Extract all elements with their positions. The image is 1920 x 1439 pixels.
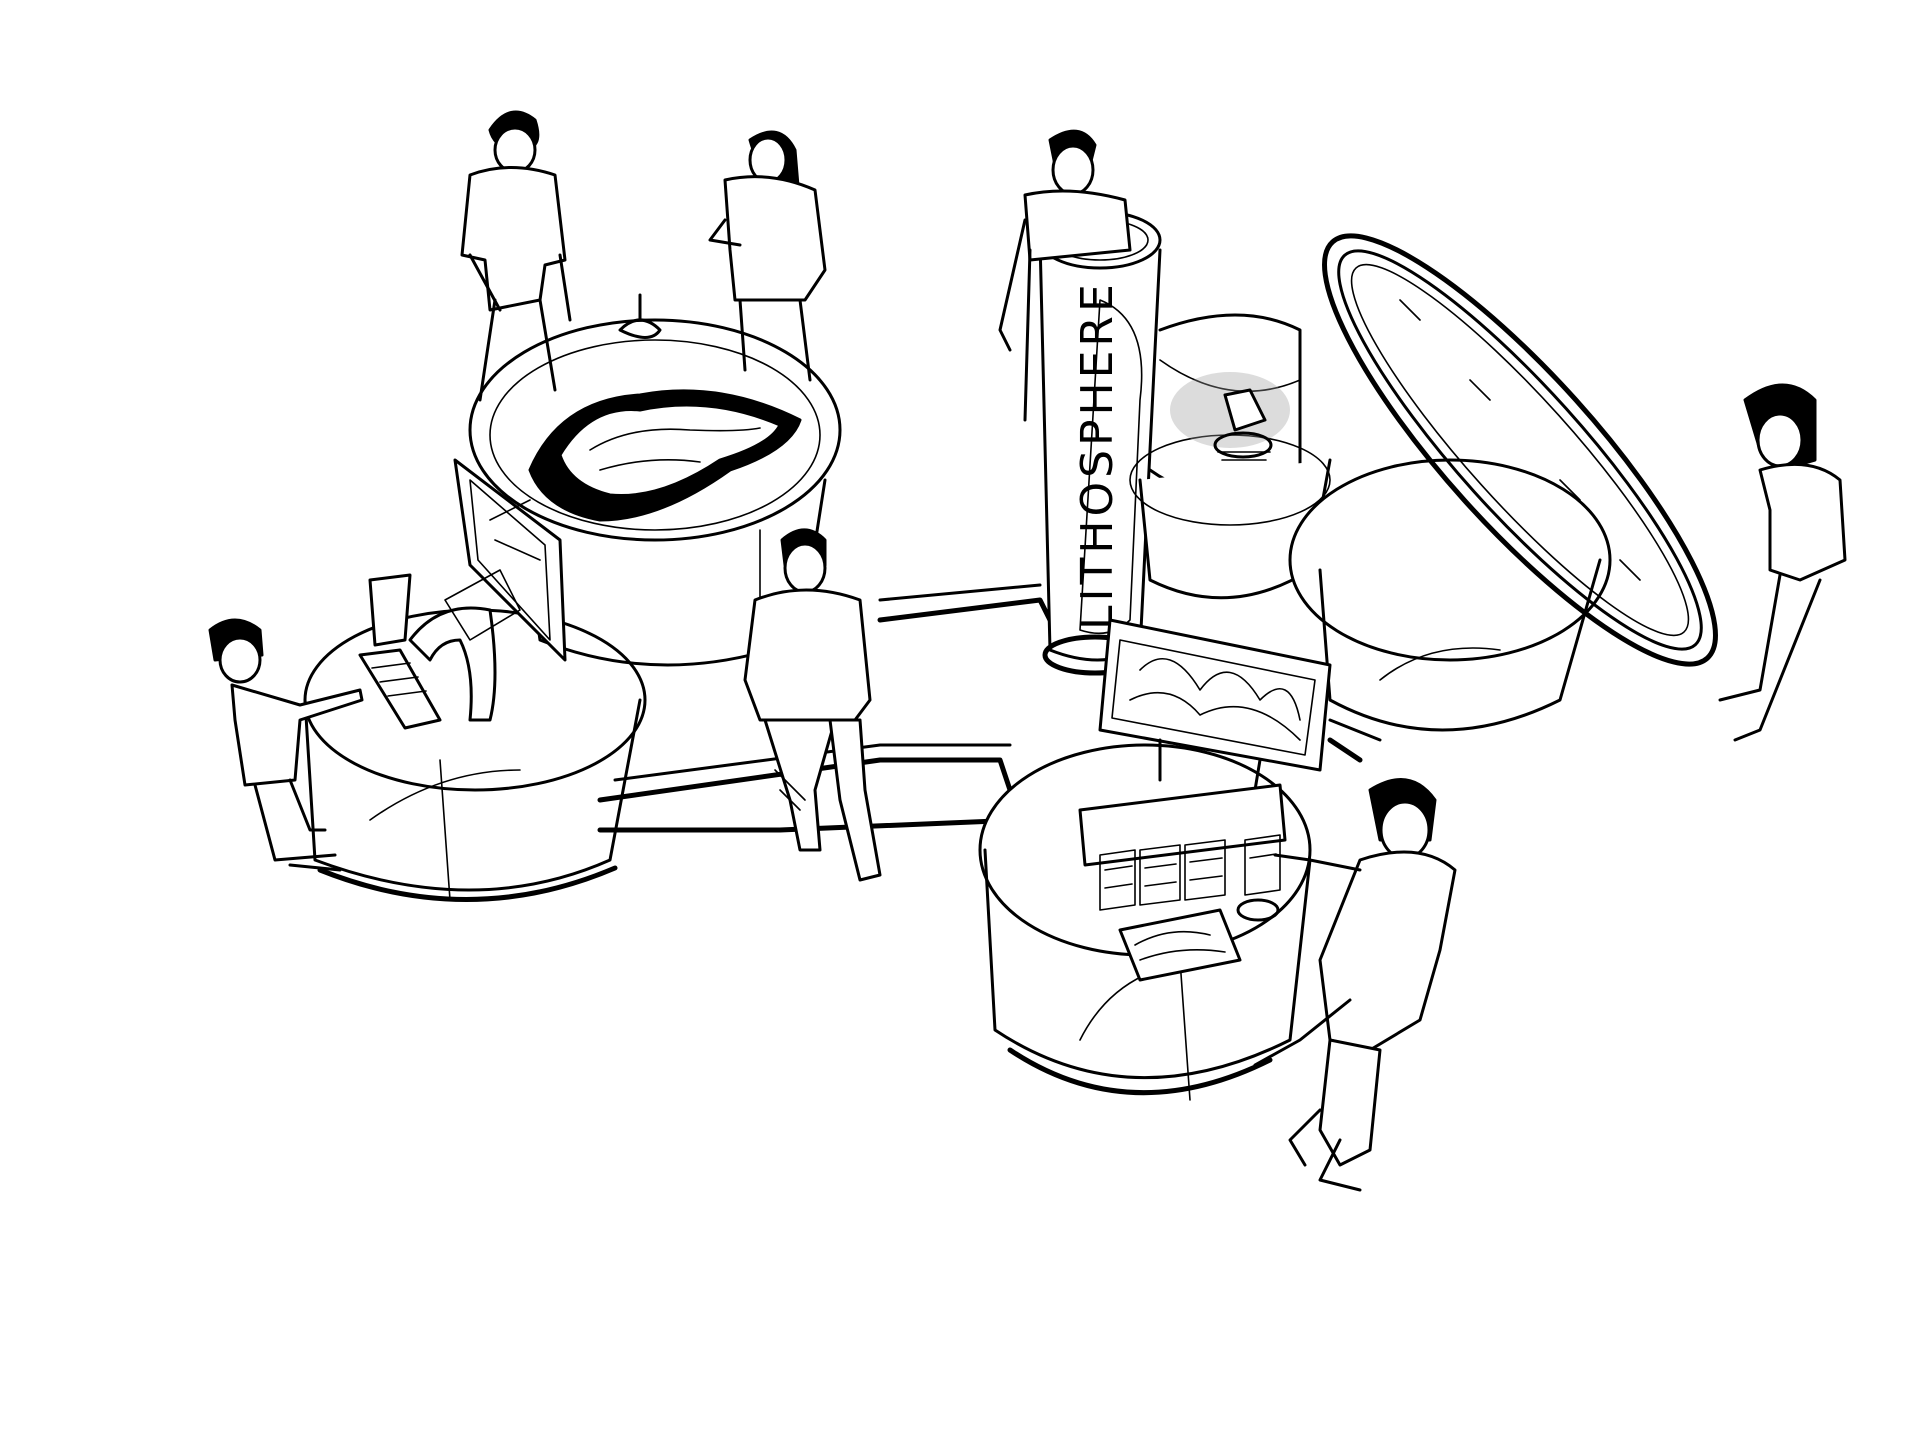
tilted-ring-sculpture: [1322, 233, 1718, 667]
visitor-woman-top: [708, 130, 827, 382]
interactive-monitor: [453, 458, 567, 662]
visitor-man-right: [1718, 383, 1847, 742]
map-signboard: [1098, 618, 1332, 792]
visitor-man-front: [1253, 778, 1457, 1192]
visitor-man-top-left: [460, 110, 572, 402]
lithosphere-column: LITHOSPHERE: [1038, 210, 1162, 676]
right-plinth: [1288, 458, 1612, 732]
specimen-cabinet: [1078, 783, 1287, 982]
visitor-man-behind-column: [998, 129, 1132, 422]
lithosphere-label: LITHOSPHERE: [1072, 280, 1123, 630]
visitor-child-pointing: [208, 618, 364, 872]
glass-dome-plinth: [1129, 313, 1332, 600]
control-station: [358, 569, 521, 730]
visitor-seated-woman: [743, 528, 882, 882]
